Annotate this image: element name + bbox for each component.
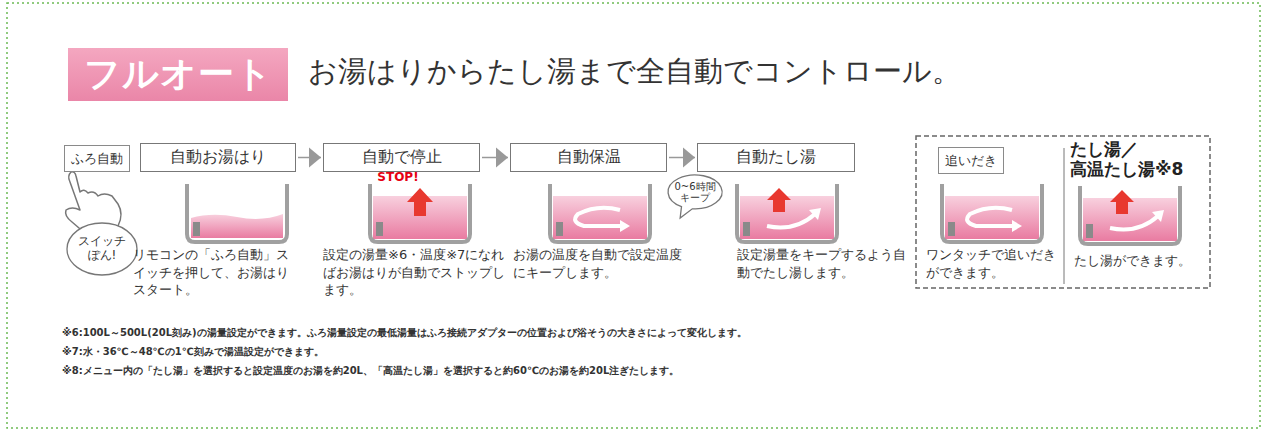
- heading: お湯はりからたし湯まで全自動でコントロール。: [308, 52, 961, 91]
- flow-arrow: [482, 148, 508, 168]
- step-caption: リモコンの「ふろ自動」スイッチを押して、お湯はりスタート。: [133, 246, 301, 299]
- footnote: ※6:100L～500L(20L刻み)の湯量設定ができます。ふろ湯量設定の最低湯…: [62, 326, 1242, 340]
- footnote: ※7:水・36℃～48℃の1℃刻みで湯温設定ができます。: [62, 345, 1242, 359]
- speech-bubble: 0~6時間 キープ: [667, 174, 723, 210]
- option-caption: たし湯ができます。: [1074, 252, 1208, 270]
- step-caption: 設定湯量をキープするよう自動でたし湯します。: [737, 246, 909, 281]
- arrow-head: [683, 148, 695, 168]
- bath-filling: [187, 184, 287, 242]
- outline: [67, 223, 137, 275]
- bath-auto-add: [737, 184, 837, 242]
- node-text: スイッチ ぽん!: [66, 235, 138, 263]
- bath-add: [1080, 186, 1180, 244]
- node-text: 自動たし湯: [736, 147, 816, 168]
- button-box: ふろ自動: [64, 145, 130, 172]
- node-text: 自動お湯はり: [170, 147, 266, 168]
- bath-reheat: [942, 184, 1042, 242]
- arrow-head: [496, 148, 508, 168]
- step-box: 自動で停止: [323, 143, 480, 172]
- node-text: フルオート: [84, 50, 273, 99]
- footnote: ※8:メニュー内の「たし湯」を選択すると設定温度のお湯を約20L、「高温たし湯」…: [62, 364, 1242, 378]
- flow-arrow: [298, 148, 321, 168]
- step-box: 自動保温: [510, 143, 667, 172]
- arrow-head: [309, 148, 321, 168]
- node-text: 追いだき: [945, 152, 997, 170]
- node-text: 0~6時間 キープ: [667, 181, 723, 203]
- step-caption: お湯の温度を自動で設定温度にキープします。: [513, 246, 691, 281]
- step-box: 自動たし湯: [697, 143, 855, 172]
- bath-stop: [370, 184, 470, 242]
- node-text: 自動で停止: [362, 147, 442, 168]
- option-caption: ワンタッチで追いだきができます。: [926, 246, 1062, 281]
- option-heading: たし湯／ 高温たし湯※8: [1070, 139, 1202, 180]
- bath-keep-warm: [550, 184, 650, 242]
- flow-arrow: [669, 148, 695, 168]
- outer-frame: [7, 3, 1260, 428]
- node-text: 自動保温: [557, 147, 621, 168]
- category-band: フルオート: [68, 48, 288, 101]
- button-box: 追いだき: [938, 147, 1004, 174]
- callout-circle: スイッチ ぽん!: [66, 222, 138, 276]
- node-text: ふろ自動: [71, 150, 123, 168]
- step-caption: 設定の湯量※6・温度※7になればお湯はりが自動でストップします。: [323, 246, 505, 299]
- stop-label: STOP!: [375, 169, 421, 185]
- divider: [1064, 148, 1065, 284]
- option-frame: [916, 136, 1210, 288]
- step-box: 自動お湯はり: [140, 143, 296, 172]
